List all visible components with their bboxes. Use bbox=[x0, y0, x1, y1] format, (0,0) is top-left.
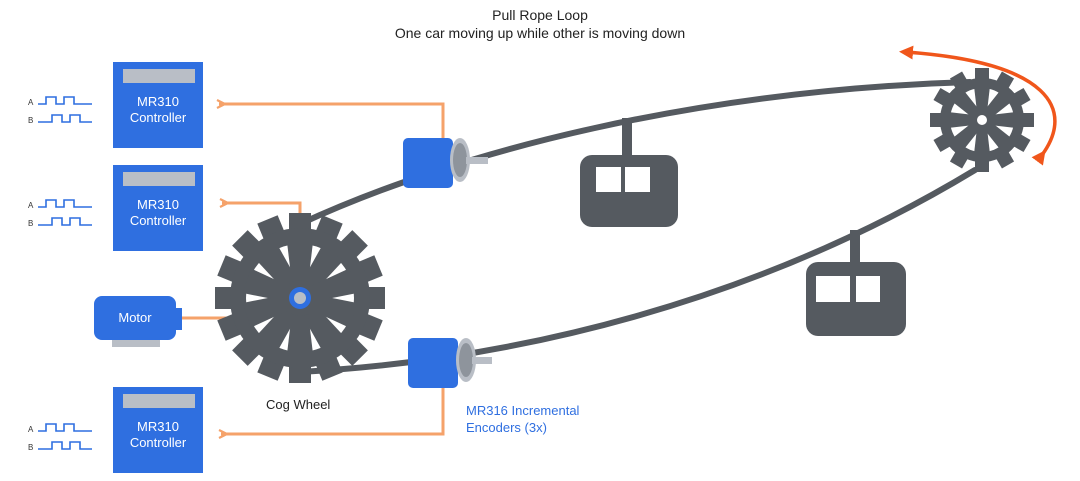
controller-box-3: MR310 Controller bbox=[113, 387, 203, 473]
signal-line-top bbox=[219, 104, 445, 142]
controller-display bbox=[123, 69, 195, 83]
rope-upper bbox=[297, 79, 973, 227]
rotation-arrow bbox=[899, 45, 1057, 166]
controller-model: MR310 bbox=[137, 94, 179, 109]
motor-body: Motor bbox=[94, 296, 176, 340]
controller-display bbox=[123, 172, 195, 186]
signal-waveforms bbox=[38, 96, 92, 450]
cog-wheel bbox=[215, 213, 385, 383]
signal-a-label: A bbox=[28, 425, 34, 434]
signal-a-label: A bbox=[28, 201, 34, 210]
controller-type: Controller bbox=[129, 213, 187, 228]
signal-b-label: B bbox=[28, 219, 33, 228]
signal-b-label: B bbox=[28, 443, 33, 452]
controller-type: Controller bbox=[129, 110, 187, 125]
encoders-label-line2: Encoders (3x) bbox=[466, 420, 547, 435]
controller-box-2: MR310 Controller bbox=[113, 165, 203, 251]
controller-box-1: MR310 Controller bbox=[113, 62, 203, 148]
rope-lower bbox=[297, 167, 978, 375]
encoder-top bbox=[403, 138, 488, 188]
signal-line-bottom bbox=[221, 385, 445, 434]
encoders-label-line1: MR316 Incremental bbox=[466, 403, 580, 418]
motor-base bbox=[112, 338, 160, 347]
encoders-label: MR316 Incremental Encoders (3x) bbox=[466, 402, 579, 436]
cable-car-1 bbox=[580, 118, 678, 227]
motor-flange bbox=[174, 308, 182, 330]
diagram-title: Pull Rope Loop bbox=[492, 7, 588, 23]
signal-a-label: A bbox=[28, 98, 34, 107]
cog-wheel-label: Cog Wheel bbox=[266, 397, 331, 412]
motor-label: Motor bbox=[118, 310, 152, 325]
controller-type: Controller bbox=[129, 435, 187, 450]
controller-model: MR310 bbox=[137, 419, 179, 434]
controller-display bbox=[123, 394, 195, 408]
encoder-bottom bbox=[408, 338, 492, 388]
controller-model: MR310 bbox=[137, 197, 179, 212]
signal-b-label: B bbox=[28, 116, 33, 125]
diagram-subtitle: One car moving up while other is moving … bbox=[394, 25, 686, 41]
cable-car-2 bbox=[806, 230, 906, 336]
